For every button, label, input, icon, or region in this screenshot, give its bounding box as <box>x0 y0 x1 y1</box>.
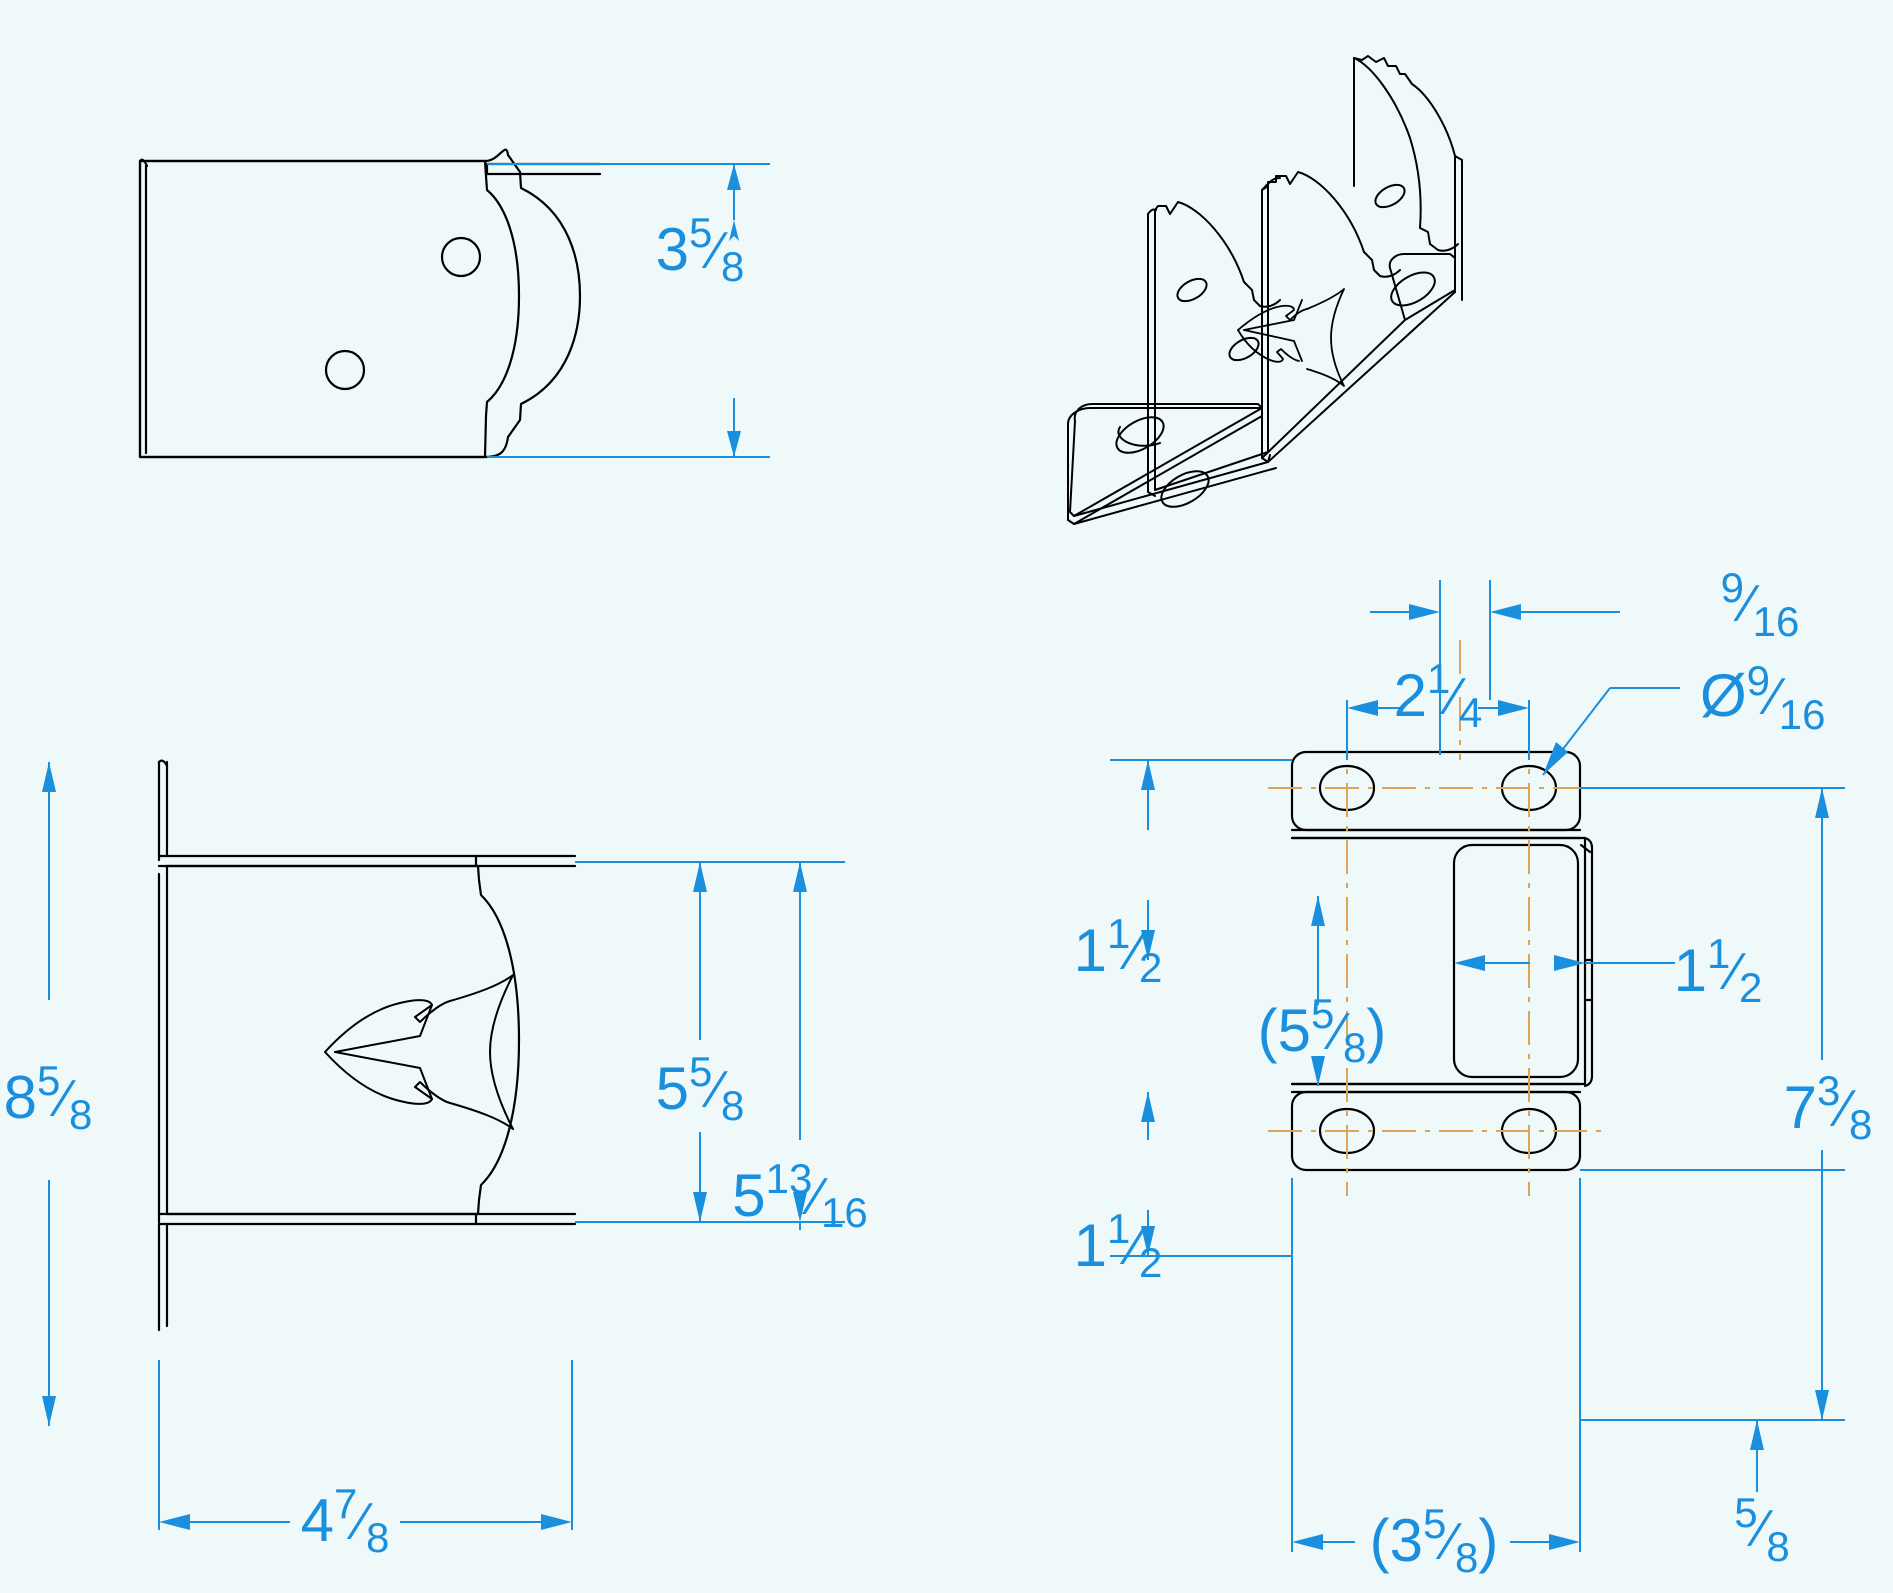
dim-dia-9-16-text: Ø9⁄16 <box>1700 657 1825 738</box>
dim-9-16-text: 9⁄16 <box>1721 564 1800 645</box>
dim-7-3-8-text: 73⁄8 <box>1784 1067 1873 1148</box>
front-view-outline <box>157 759 577 1332</box>
dim-1-1-2-bottom-text: 11⁄2 <box>1074 1205 1163 1286</box>
dim-2-1-4-text: 21⁄4 <box>1394 655 1483 736</box>
dim-4-7-8-text: 47⁄8 <box>301 1480 390 1561</box>
dim-3-5-8-text: 35⁄8 <box>656 209 745 290</box>
dim-8-5-8-text: 85⁄8 <box>4 1057 93 1138</box>
dim-1-1-2-top-text: 11⁄2 <box>1074 910 1163 991</box>
isometric-view-outline <box>1067 55 1463 525</box>
dim-5-8-text: 5⁄8 <box>1734 1489 1789 1570</box>
dim-ref-3-5-8-text: (35⁄8) <box>1370 1500 1499 1581</box>
manufacturer-stamp <box>324 974 514 1130</box>
dim-1-1-2-right-text: 11⁄2 <box>1674 930 1763 1011</box>
dim-5-5-8-text: 55⁄8 <box>656 1048 745 1129</box>
dimension-text-group: 35⁄8 85⁄8 55⁄8 513⁄16 47⁄8 9⁄16 Ø9⁄16 2 <box>4 209 1873 1581</box>
